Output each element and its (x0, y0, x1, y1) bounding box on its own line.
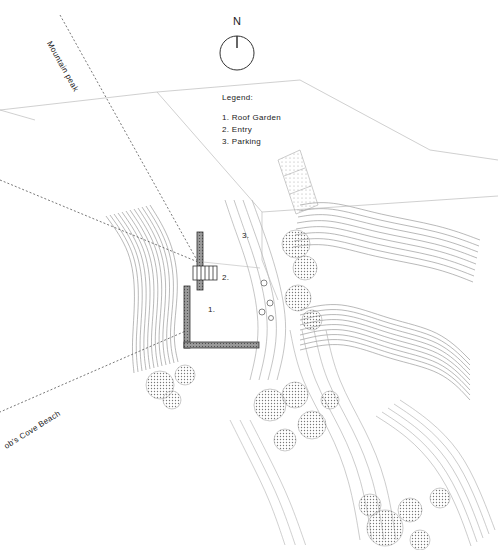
parking-strip (278, 150, 318, 214)
plan-stroke (209, 266, 210, 280)
callout-number: 3. (242, 232, 249, 241)
legend-entry: 2. Entry (222, 126, 252, 135)
contour-line (300, 335, 470, 390)
plan-stroke (259, 309, 265, 315)
tree-canopy (285, 285, 311, 311)
contour-line (240, 420, 295, 545)
tree-canopy (282, 230, 310, 258)
plan-stroke (236, 36, 238, 48)
contour-line (293, 245, 473, 282)
contour-line (243, 200, 276, 380)
plan-stroke (184, 342, 259, 348)
tree-canopy (302, 310, 322, 330)
plan-stroke (213, 266, 214, 280)
tree-canopy (274, 429, 296, 451)
legend-heading: Legend: (222, 94, 253, 103)
contour-line (314, 330, 384, 540)
plan-stroke (197, 266, 198, 280)
contour-line (252, 200, 286, 380)
north-label: N (233, 15, 241, 27)
contour-line (294, 239, 474, 276)
contour-line (250, 420, 306, 545)
plan-stroke (0, 92, 498, 212)
sight-label: Mountain peak (44, 40, 79, 94)
tree-canopy (298, 411, 326, 439)
north-arrow (220, 36, 254, 70)
trees (146, 230, 450, 550)
plan-stroke (262, 212, 278, 300)
tree-canopy (293, 256, 317, 280)
tree-canopy (430, 488, 450, 508)
tree-canopy (175, 365, 195, 385)
contour-lines (106, 200, 495, 546)
plan-stroke (261, 280, 267, 286)
callout-number: 2. (222, 274, 229, 283)
plan-stroke (284, 168, 305, 176)
plan-stroke (197, 232, 203, 290)
contour-line (106, 216, 134, 373)
plan-stroke (278, 150, 318, 214)
plan-stroke (269, 316, 274, 321)
sight-lines (0, 15, 198, 412)
contour-line (146, 206, 174, 363)
contour-line (225, 200, 258, 380)
plan-stroke (0, 180, 198, 262)
tree-canopy (410, 530, 430, 550)
contour-line (295, 233, 475, 270)
plan-stroke (0, 110, 35, 120)
contour-line (300, 315, 470, 370)
shrubs (259, 280, 274, 321)
tree-canopy (398, 498, 422, 522)
tree-canopy (321, 391, 339, 409)
contour-line (394, 404, 489, 534)
tree-canopy (282, 382, 308, 408)
plan-stroke (193, 266, 217, 280)
contour-line (300, 340, 470, 395)
plan-stroke (205, 266, 206, 280)
plan-stroke (60, 15, 198, 262)
sight-label: ob's Cove Beach (3, 410, 63, 452)
plan-stroke (0, 330, 188, 412)
plan-stroke (267, 300, 273, 306)
contour-line (150, 205, 178, 362)
plan-stroke (203, 262, 260, 268)
plan-stroke (201, 266, 202, 280)
callout-number: 1. (208, 306, 215, 315)
contour-line (300, 345, 470, 400)
plan-stroke (290, 186, 311, 194)
contour-line (326, 330, 396, 540)
tree-canopy (359, 494, 381, 516)
tree-canopy (163, 391, 181, 409)
contour-line (300, 320, 470, 375)
tree-canopy (254, 389, 286, 421)
legend-entry: 1. Roof Garden (222, 114, 281, 123)
site-boundary (0, 80, 498, 300)
plan-stroke (184, 286, 190, 348)
contour-line (110, 215, 138, 372)
building (184, 232, 260, 348)
legend-entry: 3. Parking (222, 138, 261, 147)
contour-line (290, 330, 360, 540)
plan-stroke (220, 36, 254, 70)
plan-stroke (157, 80, 498, 160)
